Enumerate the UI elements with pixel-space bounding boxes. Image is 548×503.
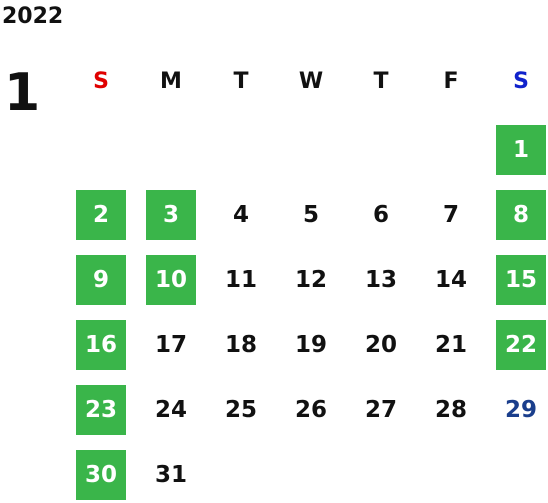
weekday-label: M xyxy=(160,69,182,94)
calendar-day[interactable]: 27 xyxy=(364,397,397,423)
calendar-day[interactable]: 26 xyxy=(294,397,327,423)
calendar-year: 2022 xyxy=(2,4,64,29)
calendar-day[interactable]: 29 xyxy=(504,397,537,423)
calendar-day-highlighted[interactable]: 22 xyxy=(496,320,546,370)
weekday-label: S xyxy=(513,69,529,94)
calendar-day[interactable]: 6 xyxy=(372,202,389,228)
calendar-day-highlighted[interactable]: 1 xyxy=(496,125,546,175)
calendar-day[interactable]: 17 xyxy=(154,332,187,358)
calendar-day-highlighted[interactable]: 9 xyxy=(76,255,126,305)
weekday-label: T xyxy=(373,69,389,94)
calendar-day-highlighted[interactable]: 30 xyxy=(76,450,126,500)
calendar-day[interactable]: 20 xyxy=(364,332,397,358)
calendar-day[interactable]: 14 xyxy=(434,267,467,293)
weekday-label: T xyxy=(233,69,249,94)
calendar-day-highlighted[interactable]: 16 xyxy=(76,320,126,370)
calendar-day-highlighted[interactable]: 10 xyxy=(146,255,196,305)
calendar-day[interactable]: 19 xyxy=(294,332,327,358)
weekday-label: W xyxy=(298,69,324,94)
calendar-day[interactable]: 18 xyxy=(224,332,257,358)
calendar-day[interactable]: 24 xyxy=(154,397,187,423)
calendar-day[interactable]: 28 xyxy=(434,397,467,423)
weekday-label: F xyxy=(443,69,459,94)
calendar-day[interactable]: 25 xyxy=(224,397,257,423)
calendar-day[interactable]: 13 xyxy=(364,267,397,293)
calendar-day[interactable]: 21 xyxy=(434,332,467,358)
calendar-day[interactable]: 11 xyxy=(224,267,257,293)
calendar-day[interactable]: 31 xyxy=(154,462,187,488)
calendar-day[interactable]: 7 xyxy=(442,202,459,228)
calendar-month: 1 xyxy=(4,63,41,123)
calendar-day-highlighted[interactable]: 2 xyxy=(76,190,126,240)
calendar-day[interactable]: 12 xyxy=(294,267,327,293)
weekday-label: S xyxy=(93,69,109,94)
calendar-day-highlighted[interactable]: 23 xyxy=(76,385,126,435)
calendar-day-highlighted[interactable]: 15 xyxy=(496,255,546,305)
calendar-day-highlighted[interactable]: 8 xyxy=(496,190,546,240)
calendar-day[interactable]: 5 xyxy=(302,202,319,228)
calendar-day[interactable]: 4 xyxy=(232,202,249,228)
calendar-day-highlighted[interactable]: 3 xyxy=(146,190,196,240)
